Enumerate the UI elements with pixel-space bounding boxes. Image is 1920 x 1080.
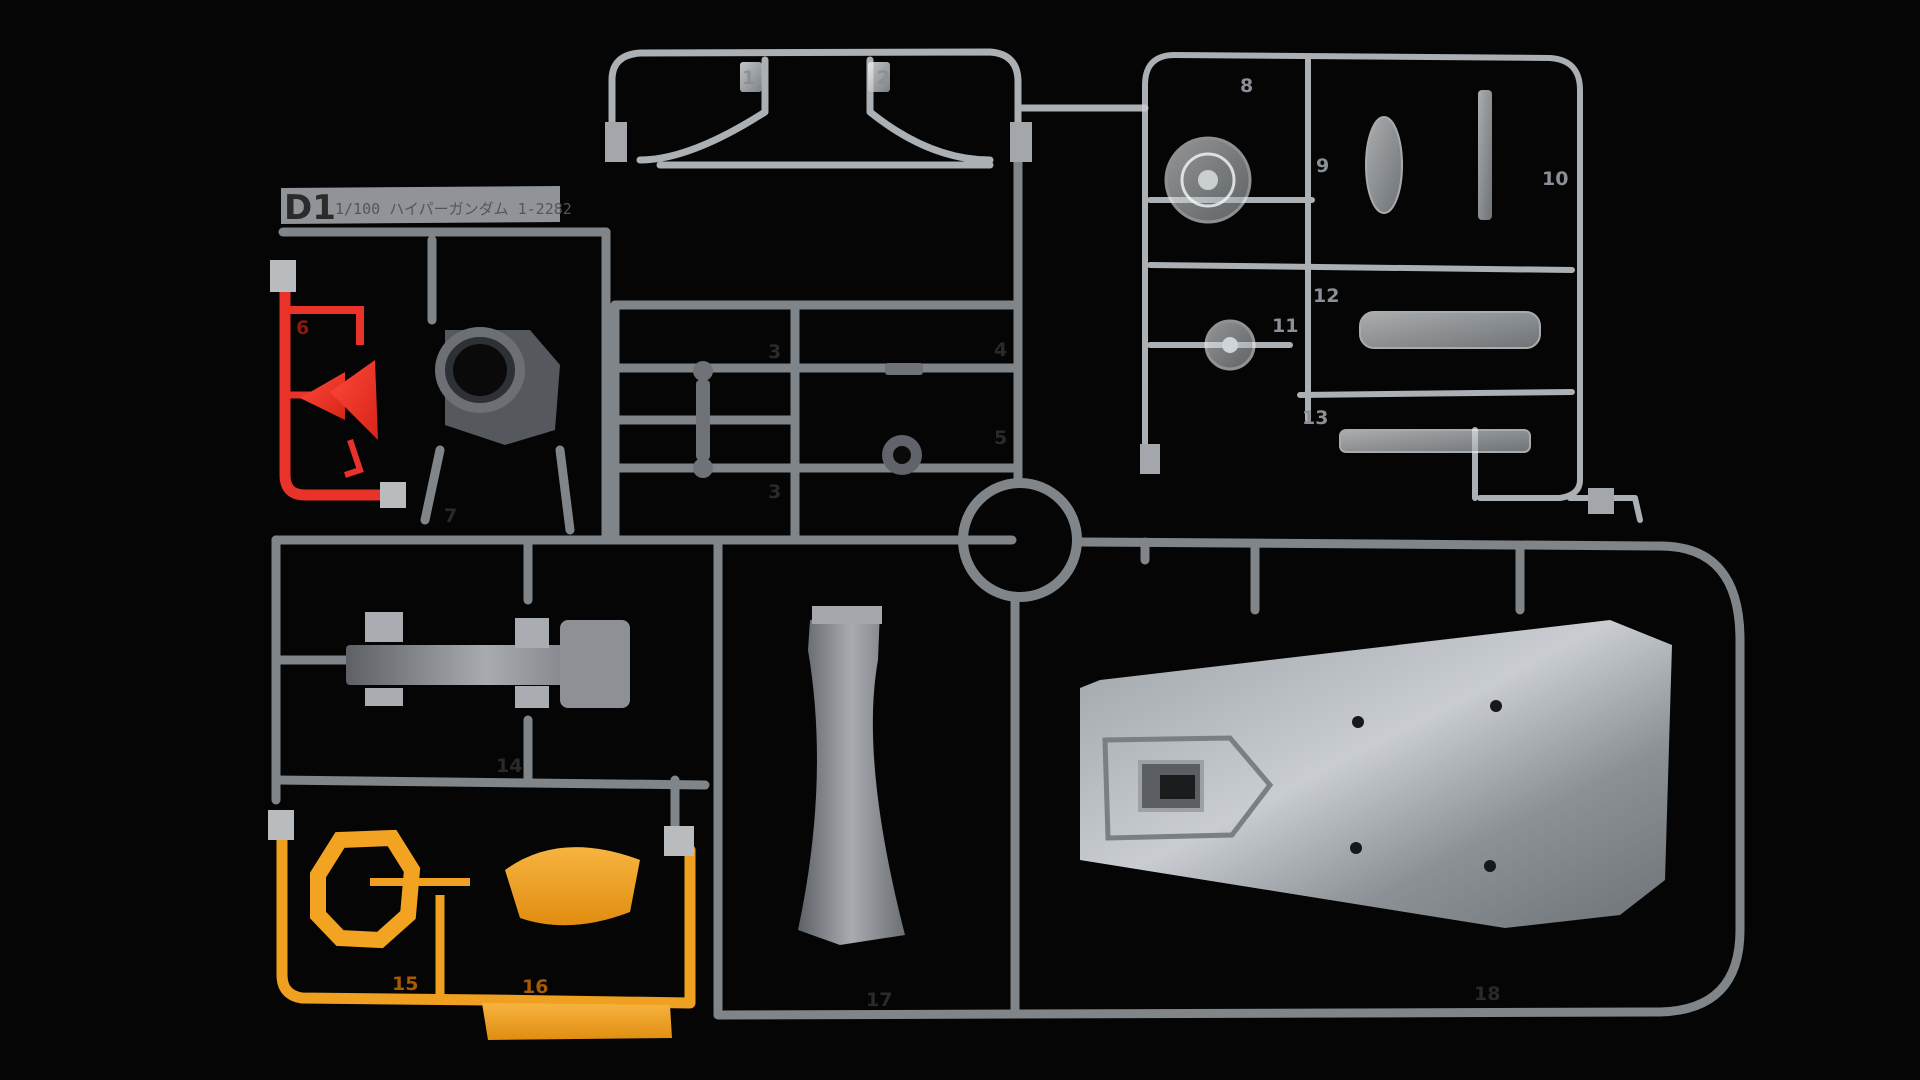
part-label-11: 11	[1272, 315, 1298, 337]
part-label-18: 18	[1474, 983, 1500, 1005]
part-label-10: 10	[1542, 168, 1568, 190]
part-label-5: 5	[994, 427, 1007, 449]
part-label-14: 14	[496, 755, 522, 777]
part-label-2: 2	[877, 67, 890, 89]
part-label-15: 15	[392, 973, 418, 995]
runner-tag-text: 1/100 ハイパーガンダム 1-2282	[335, 200, 572, 218]
part-label-7: 7	[444, 505, 457, 527]
orange-part	[268, 810, 696, 1040]
gray-cylinder-part	[435, 327, 560, 445]
runner-tag: D1 1/100 ハイパーガンダム 1-2282	[281, 186, 572, 228]
part-label-12: 12	[1313, 285, 1339, 307]
clear-dome-part	[1164, 136, 1252, 224]
part-number-labels: 1 2 3 3 4 5 6 7 8 9 10 11 12 13 14 15 16…	[296, 67, 1568, 1011]
clear-fin-part	[1365, 90, 1492, 220]
part-label-16: 16	[522, 976, 548, 998]
gate-blocks	[605, 122, 1614, 514]
part-label-8: 8	[1240, 75, 1253, 97]
gray-small-parts	[693, 361, 923, 478]
part-label-9: 9	[1316, 155, 1329, 177]
gray-tall-part	[798, 606, 905, 945]
part-label-17: 17	[866, 989, 892, 1011]
part-label-3a: 3	[768, 341, 781, 363]
red-part	[270, 260, 406, 508]
clear-long-bar-part	[1339, 311, 1541, 453]
gray-bar-part	[346, 612, 630, 708]
gray-large-plate-part	[1080, 620, 1672, 928]
part-label-6: 6	[296, 317, 309, 339]
runner-tag-id: D1	[284, 188, 336, 228]
runner-ring	[958, 478, 1082, 602]
part-label-4: 4	[994, 339, 1007, 361]
clear-gear-part	[1204, 319, 1256, 371]
gray-runner-frame	[271, 125, 1745, 1020]
part-label-13: 13	[1302, 407, 1328, 429]
part-label-3b: 3	[768, 481, 781, 503]
clear-part-small-1	[740, 62, 890, 92]
part-label-1: 1	[742, 67, 755, 89]
